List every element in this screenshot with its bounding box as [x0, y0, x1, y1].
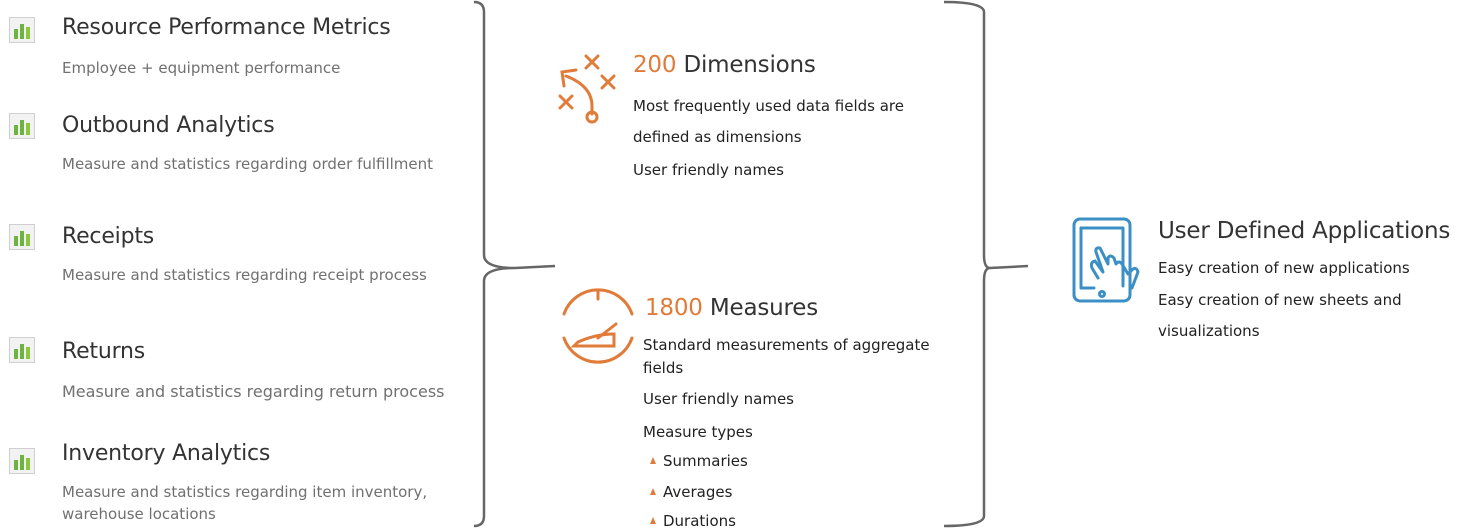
application-title: Returns — [62, 339, 146, 364]
measures-label: Measures — [709, 295, 818, 321]
application-description: Employee + equipment performance — [62, 59, 341, 77]
application-description: Measure and statistics regarding return … — [62, 382, 445, 401]
dimensions-label: Dimensions — [683, 52, 816, 78]
measure-type-label: Summaries — [663, 452, 748, 470]
application-title: Resource Performance Metrics — [62, 15, 391, 40]
gauge-icon — [562, 288, 634, 364]
user-apps-line: Easy creation of new sheets and — [1158, 291, 1402, 309]
bar-chart-icon — [9, 448, 35, 474]
measure-type-bullet: Averages — [650, 483, 732, 501]
measures-heading: 1800 Measures — [645, 295, 818, 321]
application-description: Measure and statistics regarding receipt… — [62, 266, 427, 284]
dimensions-heading: 200 Dimensions — [633, 52, 816, 78]
bar-chart-icon — [9, 17, 35, 43]
measure-type-bullet: Summaries — [650, 452, 748, 470]
triangle-bullet-icon — [650, 517, 656, 524]
dimensions-count: 200 — [633, 52, 677, 78]
application-description: warehouse locations — [62, 505, 216, 523]
application-description: Measure and statistics regarding order f… — [62, 155, 434, 173]
tablet-touch-icon — [1072, 217, 1140, 303]
triangle-bullet-icon — [650, 457, 656, 464]
play-diagram-icon — [558, 54, 616, 124]
measure-type-label: Durations — [663, 512, 736, 530]
application-title: Receipts — [62, 224, 155, 249]
user-apps-title: User Defined Applications — [1158, 218, 1451, 244]
measures-line: Standard measurements of aggregate — [643, 336, 930, 354]
application-description: Measure and statistics regarding item in… — [62, 483, 428, 501]
user-apps-line: visualizations — [1158, 322, 1260, 340]
measures-count: 1800 — [645, 295, 703, 321]
application-title: Inventory Analytics — [62, 441, 271, 466]
measure-type-bullet: Durations — [650, 512, 736, 530]
dimensions-line: User friendly names — [633, 161, 784, 179]
dimensions-line: defined as dimensions — [633, 128, 802, 146]
bar-chart-icon — [9, 113, 35, 139]
bar-chart-icon — [9, 337, 35, 363]
measure-type-label: Averages — [663, 483, 733, 501]
bar-chart-icon — [9, 224, 35, 250]
measures-line: Measure types — [643, 423, 753, 441]
dimensions-line: Most frequently used data fields are — [633, 97, 904, 115]
user-apps-line: Easy creation of new applications — [1158, 259, 1410, 277]
measures-line: User friendly names — [643, 390, 794, 408]
application-title: Outbound Analytics — [62, 113, 275, 138]
measures-line: fields — [643, 359, 684, 377]
left-curly-brace — [473, 0, 556, 528]
right-curly-brace — [943, 0, 1029, 528]
triangle-bullet-icon — [650, 488, 656, 495]
